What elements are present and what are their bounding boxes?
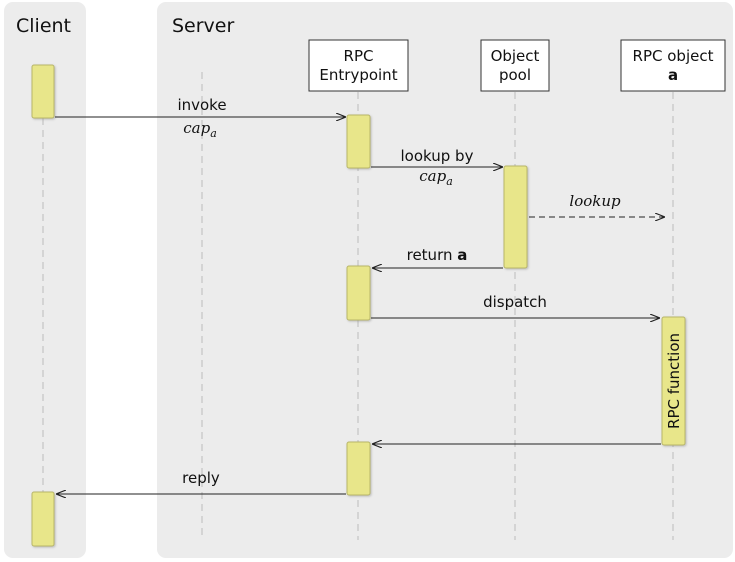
entrypoint-label-line2: Entrypoint xyxy=(319,66,397,84)
participant-pool: Object pool xyxy=(480,39,550,92)
invoke-cap-label: capa xyxy=(183,119,217,140)
rpc-function-label: RPC function xyxy=(665,333,683,429)
pool-label-line2: pool xyxy=(499,66,531,84)
dispatch-label: dispatch xyxy=(483,293,547,311)
lookup-by-label: lookup by xyxy=(401,147,474,165)
participant-entrypoint: RPC Entrypoint xyxy=(308,39,409,92)
pool-label-line1: Object xyxy=(491,47,540,65)
lookup-label: lookup xyxy=(569,192,621,210)
pool-activation xyxy=(503,165,528,269)
invoke-label: invoke xyxy=(177,96,226,114)
entrypoint-activation-3 xyxy=(346,441,371,496)
server-lane-title: Server xyxy=(172,15,234,37)
object-activation xyxy=(661,316,686,446)
return-label: return a xyxy=(407,246,468,264)
participant-object: RPC object a xyxy=(620,39,726,92)
entrypoint-label-line1: RPC xyxy=(344,47,374,65)
object-label-line2: a xyxy=(668,66,678,84)
lookup-by-cap-label: capa xyxy=(419,167,453,188)
client-activation-2 xyxy=(31,491,55,547)
client-lane xyxy=(4,2,86,558)
object-label-line1: RPC object xyxy=(633,47,714,65)
entrypoint-activation-1 xyxy=(346,114,371,169)
reply-label: reply xyxy=(182,469,220,487)
client-lane-title: Client xyxy=(16,15,71,37)
server-lane xyxy=(157,2,733,558)
entrypoint-activation-2 xyxy=(346,265,371,321)
client-activation-1 xyxy=(31,64,55,119)
